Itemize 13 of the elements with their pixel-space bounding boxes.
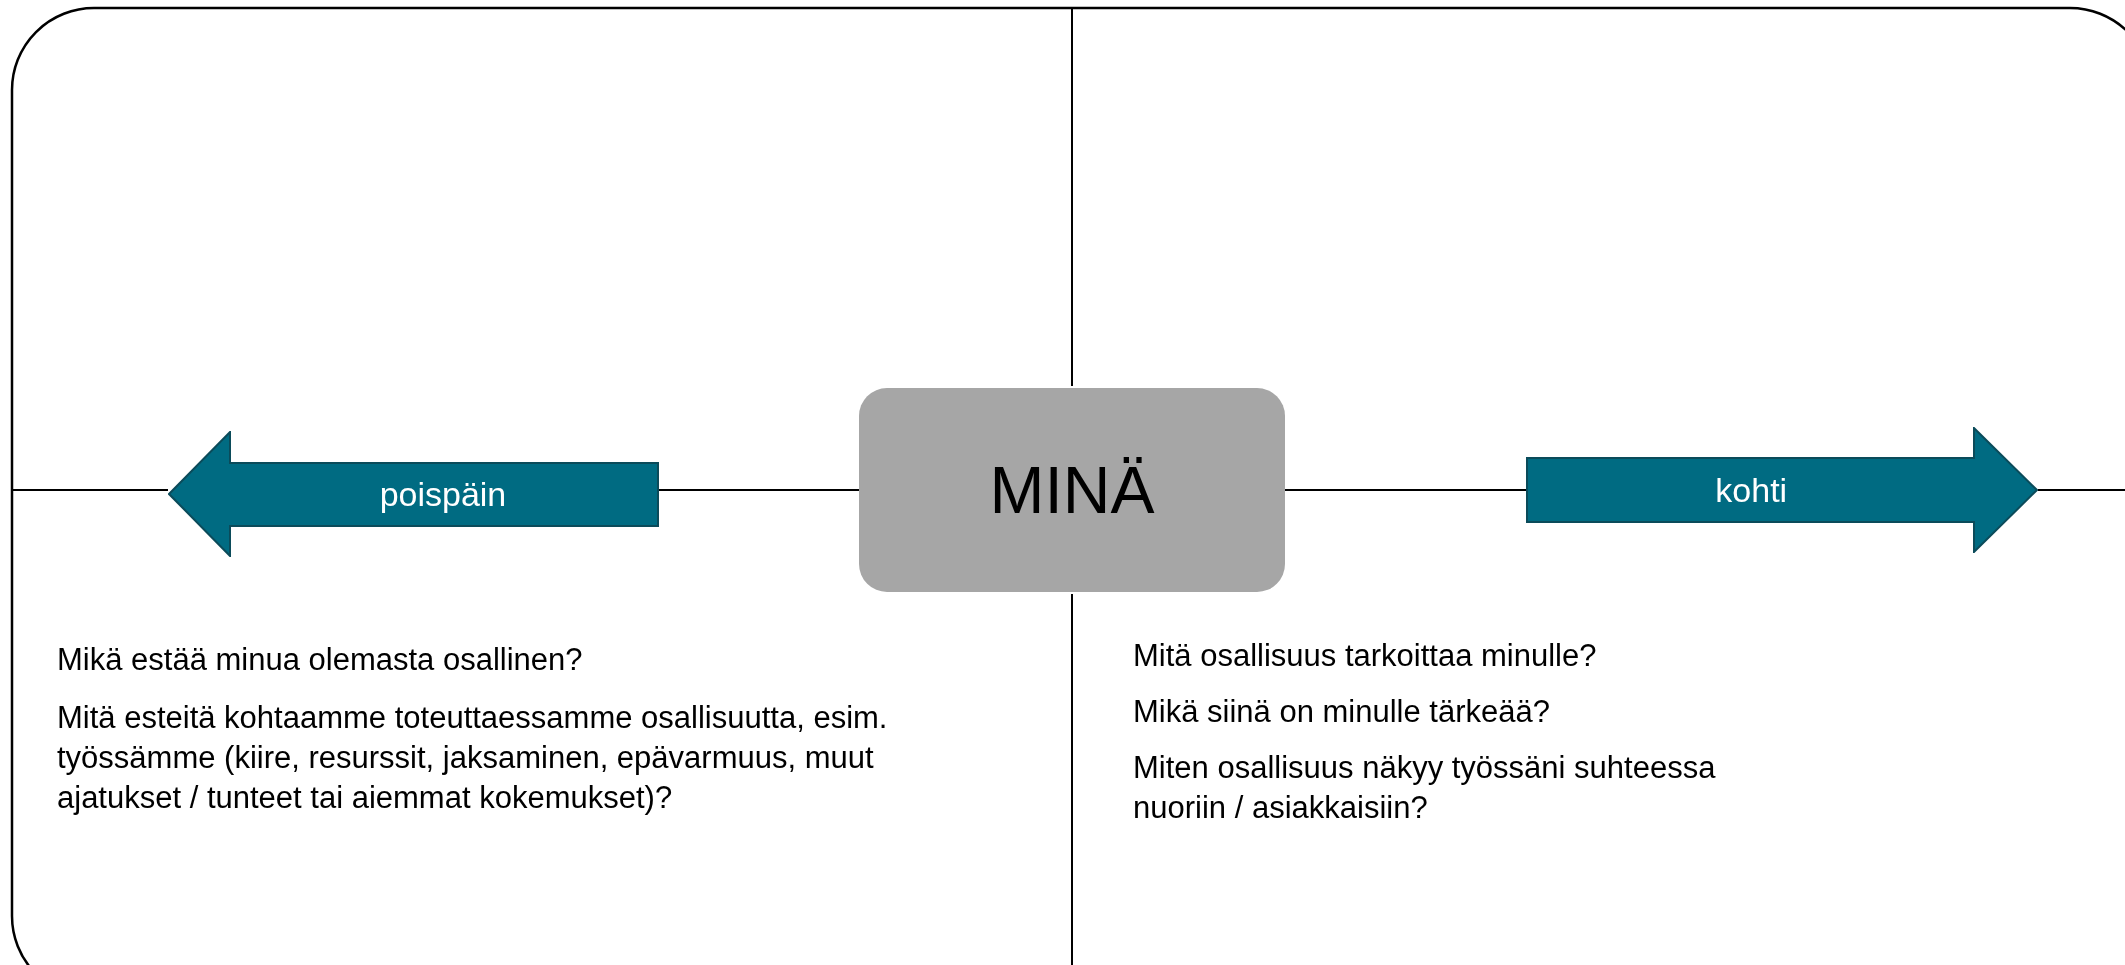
connector-line: [1284, 489, 1527, 491]
arrow-label: kohti: [1715, 470, 1788, 510]
block-arrow: [168, 431, 659, 557]
arrow-label: poispäin: [379, 474, 507, 514]
question-text: Miten osallisuus näkyy työssäni suhteessa nuoriin / asiakkaisiin?: [1133, 749, 1717, 827]
center-box: [859, 388, 1285, 592]
connector-line: [658, 489, 860, 491]
question-text: Mitä osallisuus tarkoittaa minulle?: [1133, 637, 1598, 675]
block-arrow: [1526, 427, 2038, 553]
center-label: MINÄ: [989, 452, 1155, 528]
question-text: Mikä estää minua olemasta osallinen?: [57, 641, 584, 679]
question-text: Mitä esteitä kohtaamme toteuttaessamme osallisuutta, esim. työssämme (kiire, resurssit, jaksaminen, epävarmuus, muut ajatukset / tunteet tai aiemmat kokemukset)?: [57, 699, 889, 817]
question-text: Mikä siinä on minulle tärkeää?: [1133, 693, 1551, 731]
